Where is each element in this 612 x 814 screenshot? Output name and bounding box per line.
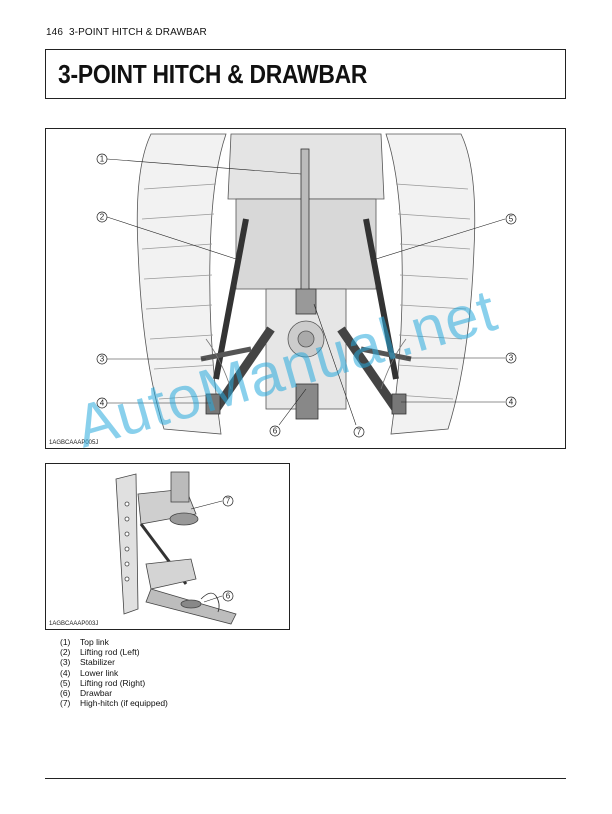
- title-box: 3-POINT HITCH & DRAWBAR: [45, 49, 566, 99]
- fig2-callout-circle-7: [222, 495, 234, 507]
- high-hitch-illustration: 7 6: [115, 471, 237, 625]
- callout-7: 7: [357, 428, 362, 437]
- page-number: 146: [46, 27, 63, 38]
- page-title: 3-POINT HITCH & DRAWBAR: [58, 59, 368, 89]
- figure-high-hitch: 7 6 1AGBCAAAP003J: [45, 463, 290, 630]
- figure-code: 1AGBCAAAP003J: [49, 621, 99, 627]
- callout-circle-1: [96, 153, 108, 165]
- callout-3-left: 3: [100, 355, 105, 364]
- callout-circle-3-right: [505, 352, 517, 364]
- callout-4-left: 4: [100, 399, 105, 408]
- callout-circle-6: [269, 425, 281, 437]
- callout-circle-4-left: [96, 397, 108, 409]
- legend-item: (1)Top link: [60, 637, 109, 647]
- fig2-callout-7: 7: [226, 497, 231, 506]
- fig2-callout-6: 6: [226, 592, 231, 601]
- callout-4-right: 4: [509, 398, 514, 407]
- footer-divider: [45, 778, 566, 779]
- callout-circle-4-right: [505, 396, 517, 408]
- legend-item: (5)Lifting rod (Right): [60, 677, 146, 688]
- fig2-callout-circle-6: [222, 590, 234, 602]
- callout-circle-3-left: [96, 353, 108, 365]
- figure-code: 1AGBCAAAP005J: [49, 440, 99, 446]
- callout-6: 6: [273, 427, 278, 436]
- parts-legend: (1)Top link (2)Lifting rod (Left) (3)Sta…: [60, 637, 168, 708]
- figure-rear-view: 1 2 5 3 3 4 4 6 7 1AGBCAAAP005J: [45, 128, 566, 449]
- rear-view-illustration: 1 2 5 3 3 4 4 6 7: [96, 133, 517, 438]
- callout-1: 1: [100, 155, 105, 164]
- legend-item: (3)Stabilizer: [60, 657, 115, 668]
- legend-item: (6)Drawbar: [60, 688, 113, 699]
- callout-2: 2: [100, 213, 105, 222]
- callout-5: 5: [509, 215, 514, 224]
- legend-item: (2)Lifting rod (Left): [60, 647, 140, 658]
- header-section: 3-POINT HITCH & DRAWBAR: [69, 27, 207, 38]
- page-header: 146 3-POINT HITCH & DRAWBAR: [46, 27, 213, 38]
- callout-circle-5: [505, 213, 517, 225]
- legend-item: (4)Lower link: [60, 667, 119, 678]
- legend-item: (7)High-hitch (if equipped): [60, 698, 168, 709]
- callout-circle-2: [96, 211, 108, 223]
- callout-circle-7: [353, 426, 365, 438]
- callout-3-right: 3: [509, 354, 514, 363]
